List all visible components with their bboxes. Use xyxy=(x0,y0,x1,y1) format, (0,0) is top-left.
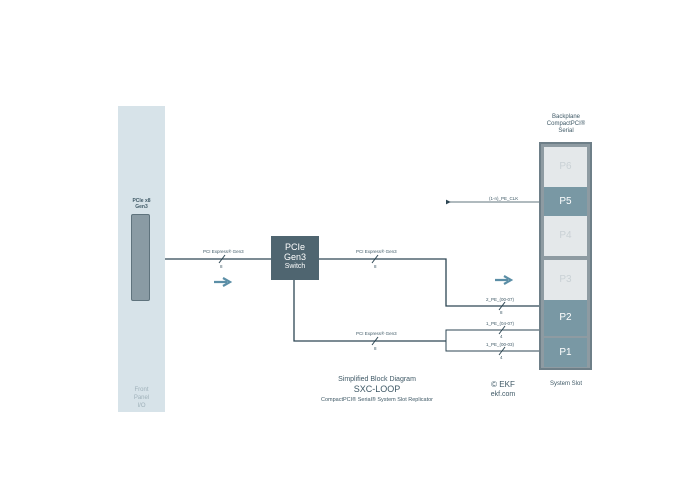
wire-slash-p2a xyxy=(498,301,506,311)
pcie-switch: PCIe Gen3 Switch xyxy=(271,236,319,280)
caption-line1: Simplified Block Diagram xyxy=(338,376,416,383)
ekf-brand: © EKF ekf.com xyxy=(478,380,528,399)
slot-p1: P1 xyxy=(544,338,587,367)
signal-p2b: 1_PE_(04-07) xyxy=(486,321,515,326)
signal-p2a: 2_PE_(00-07) xyxy=(486,297,515,302)
backplane-title-line1: Backplane xyxy=(551,114,581,120)
slot-p3-label: P3 xyxy=(559,274,572,285)
backplane-title-line3: Serial xyxy=(558,128,574,134)
wire-slash-panel xyxy=(218,254,226,264)
wire-slash-p2b xyxy=(498,325,506,335)
slot-p5-label: P5 xyxy=(559,196,572,207)
switch-label-line1: PCIe xyxy=(284,242,305,252)
link-label-switch-p1: PCI Express® Gen3 xyxy=(356,331,397,336)
slot-p2-label: P2 xyxy=(559,312,572,323)
front-panel-label: Front Panel I/O xyxy=(118,386,165,410)
brand-line2: ekf.com xyxy=(490,391,516,398)
slot-p6-label: P6 xyxy=(559,161,572,172)
connector-label-line2: Gen3 xyxy=(135,204,148,210)
signal-p2a-count: 8 xyxy=(500,310,503,315)
link-label-panel: PCI Express® Gen3 xyxy=(203,249,244,254)
link-count-switch-p1: 8 xyxy=(374,346,377,351)
slot-p4: P4 xyxy=(544,216,587,256)
brand-line1: © EKF xyxy=(491,380,515,389)
link-count-switch-p2: 8 xyxy=(374,264,377,269)
switch-label-line2: Gen3 xyxy=(283,252,307,262)
wire-slash-switch-p1 xyxy=(371,336,379,346)
system-slot-label: System Slot xyxy=(549,381,582,387)
signal-p1: 1_PE_(00-03) xyxy=(486,342,515,347)
slot-p1-label: P1 xyxy=(559,347,572,358)
flow-arrow-left xyxy=(214,277,233,287)
front-panel-label-line3: I/O xyxy=(137,403,146,409)
wire-switch-to-p2 xyxy=(319,258,544,307)
signal-clk: (1-n)_PE_CLK xyxy=(489,196,519,201)
flow-arrow-right xyxy=(495,275,514,285)
caption-line2: SXC-LOOP xyxy=(353,384,401,394)
connector-label-line1: PCIe x8 xyxy=(132,198,151,204)
pcie-connector xyxy=(131,214,150,301)
wire-slash-switch-p2 xyxy=(371,254,379,264)
diagram-caption: Simplified Block Diagram SXC-LOOP Compac… xyxy=(290,375,464,406)
backplane-title: Backplane CompactPCI® Serial xyxy=(528,114,604,135)
front-panel-label-line1: Front xyxy=(134,387,149,393)
slot-p5: P5 xyxy=(544,187,587,216)
wire-bus-to-p1 xyxy=(445,341,544,352)
slot-p4-label: P4 xyxy=(559,230,572,241)
front-panel-label-line2: Panel xyxy=(133,395,150,401)
slot-p2: P2 xyxy=(544,300,587,336)
link-count-panel: 8 xyxy=(220,264,223,269)
signal-p2b-count: 4 xyxy=(500,334,503,339)
signal-p1-count: 4 xyxy=(500,355,503,360)
backplane-title-line2: CompactPCI® xyxy=(546,121,586,127)
caption-line3: CompactPCI® Serial® System Slot Replicat… xyxy=(320,397,434,403)
link-label-switch-p2: PCI Express® Gen3 xyxy=(356,249,397,254)
wire-bus-to-p2b xyxy=(445,329,544,341)
wire-switch-to-p1 xyxy=(293,280,446,342)
pcie-connector-label: PCIe x8 Gen3 xyxy=(118,198,165,210)
slot-p3: P3 xyxy=(544,260,587,300)
wire-slash-p1 xyxy=(498,346,506,356)
switch-label-line3: Switch xyxy=(284,263,306,270)
slot-p6: P6 xyxy=(544,147,587,187)
